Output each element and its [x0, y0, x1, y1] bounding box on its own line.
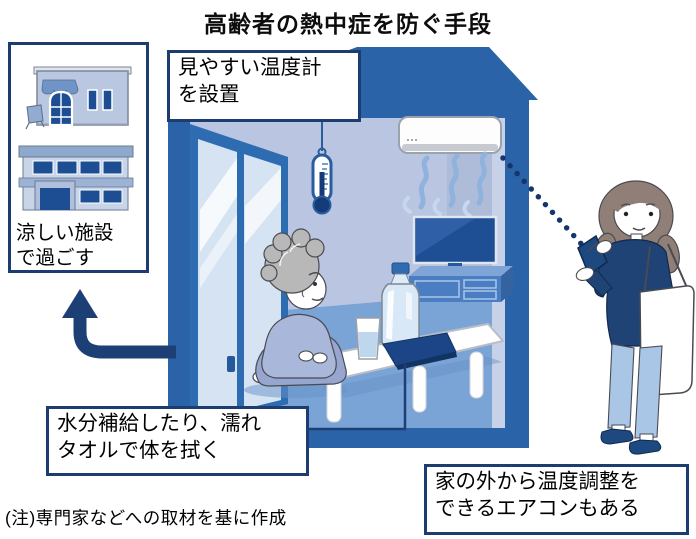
window-handle — [227, 356, 235, 372]
shop-sign — [26, 104, 44, 124]
callout-visible-thermometer: 見やすい温度計 を設置 — [167, 50, 361, 122]
callout-hydration: 水分補給したり、濡れ タオルで体を拭く — [46, 406, 309, 476]
wet-towel-icon — [382, 332, 457, 370]
shoe-right — [628, 439, 662, 455]
cool-facility-label: 涼しい施設 で過ごす — [16, 222, 114, 269]
facility-building-icon — [18, 145, 134, 211]
elderly-person-illustration — [252, 228, 347, 387]
garage-door — [40, 188, 70, 210]
woman-with-phone-illustration — [575, 180, 695, 455]
tv-stand — [409, 266, 513, 302]
table-shadow — [322, 356, 502, 398]
callout-remote-ac: 家の外から温度調整を できるエアコンもある — [424, 464, 689, 535]
water-bottle-icon — [381, 262, 420, 349]
page-title: 高齢者の熱中症を防ぐ手段 — [204, 11, 492, 37]
left-wall — [168, 118, 190, 448]
air-conditioner-icon — [398, 116, 502, 154]
gray-hair — [260, 228, 325, 294]
pants-left — [607, 343, 635, 429]
buildings-illustration — [18, 66, 134, 211]
tv-icon — [412, 215, 498, 273]
bag-strap — [643, 243, 689, 297]
thermometer-icon — [311, 120, 333, 215]
up-arrow-icon — [62, 289, 176, 359]
callout-cool-facility: 涼しい施設 で過ごす — [8, 42, 149, 273]
water-glass-icon — [355, 317, 381, 360]
towel-connector-line — [309, 364, 407, 431]
signal-dotted-line — [500, 155, 588, 251]
pants-right — [634, 345, 663, 439]
shop-building-icon — [25, 66, 132, 130]
source-note: (注)専門家などへの取材を基に作成 — [5, 508, 287, 528]
shoe-left — [600, 428, 634, 445]
airflow-waves — [402, 151, 488, 218]
